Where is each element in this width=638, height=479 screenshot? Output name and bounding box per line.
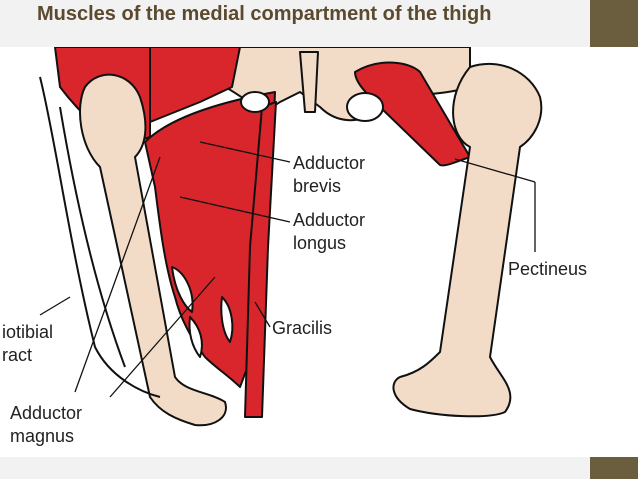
leader-adductor-magnus-1 — [74, 156, 161, 393]
label-adductor-brevis-line2: brevis — [293, 176, 342, 196]
iliotibial-band — [39, 76, 161, 398]
leader-iliotibial — [39, 296, 71, 316]
leader-adductor-brevis — [199, 141, 291, 163]
label-adductor-brevis: Adductor brevis — [293, 152, 365, 198]
label-adductor-magnus: Adductor magnus — [10, 402, 82, 448]
leader-pectineus — [454, 158, 536, 183]
label-adductor-longus-line2: longus — [293, 233, 347, 253]
label-pectineus: Pectineus — [508, 258, 587, 281]
gracilis-muscle — [244, 101, 277, 418]
accent-bar-top — [590, 0, 638, 47]
left-femur — [79, 73, 227, 427]
anatomy-figure: Adductor brevis Adductor longus Pectineu… — [0, 47, 638, 457]
label-iliotibial-line2: ract — [2, 345, 33, 365]
label-adductor-brevis-line1: Adductor — [293, 153, 366, 173]
label-iliotibial-line1: iotibial — [2, 322, 54, 342]
label-gracilis: Gracilis — [272, 317, 332, 340]
thigh-muscles-illustration — [39, 47, 543, 427]
slide-title: Muscles of the medial compartment of the… — [37, 3, 492, 25]
right-femur — [392, 62, 543, 418]
label-adductor-longus: Adductor longus — [293, 209, 365, 255]
label-adductor-longus-line1: Adductor — [293, 210, 366, 230]
upper-red-band — [149, 47, 241, 123]
label-iliotibial-tract: iotibial ract — [2, 321, 53, 367]
label-pectineus-line1: Pectineus — [508, 259, 588, 279]
label-gracilis-line1: Gracilis — [272, 318, 333, 338]
label-adductor-magnus-line1: Adductor — [10, 403, 83, 423]
accent-bar-bottom — [590, 457, 638, 479]
pectineus-muscle — [354, 61, 471, 167]
leader-adductor-magnus-2 — [109, 276, 216, 398]
leader-gracilis — [254, 301, 271, 328]
leader-adductor-longus — [179, 196, 291, 223]
adductor-mass — [144, 91, 276, 388]
label-adductor-magnus-line2: magnus — [10, 426, 75, 446]
